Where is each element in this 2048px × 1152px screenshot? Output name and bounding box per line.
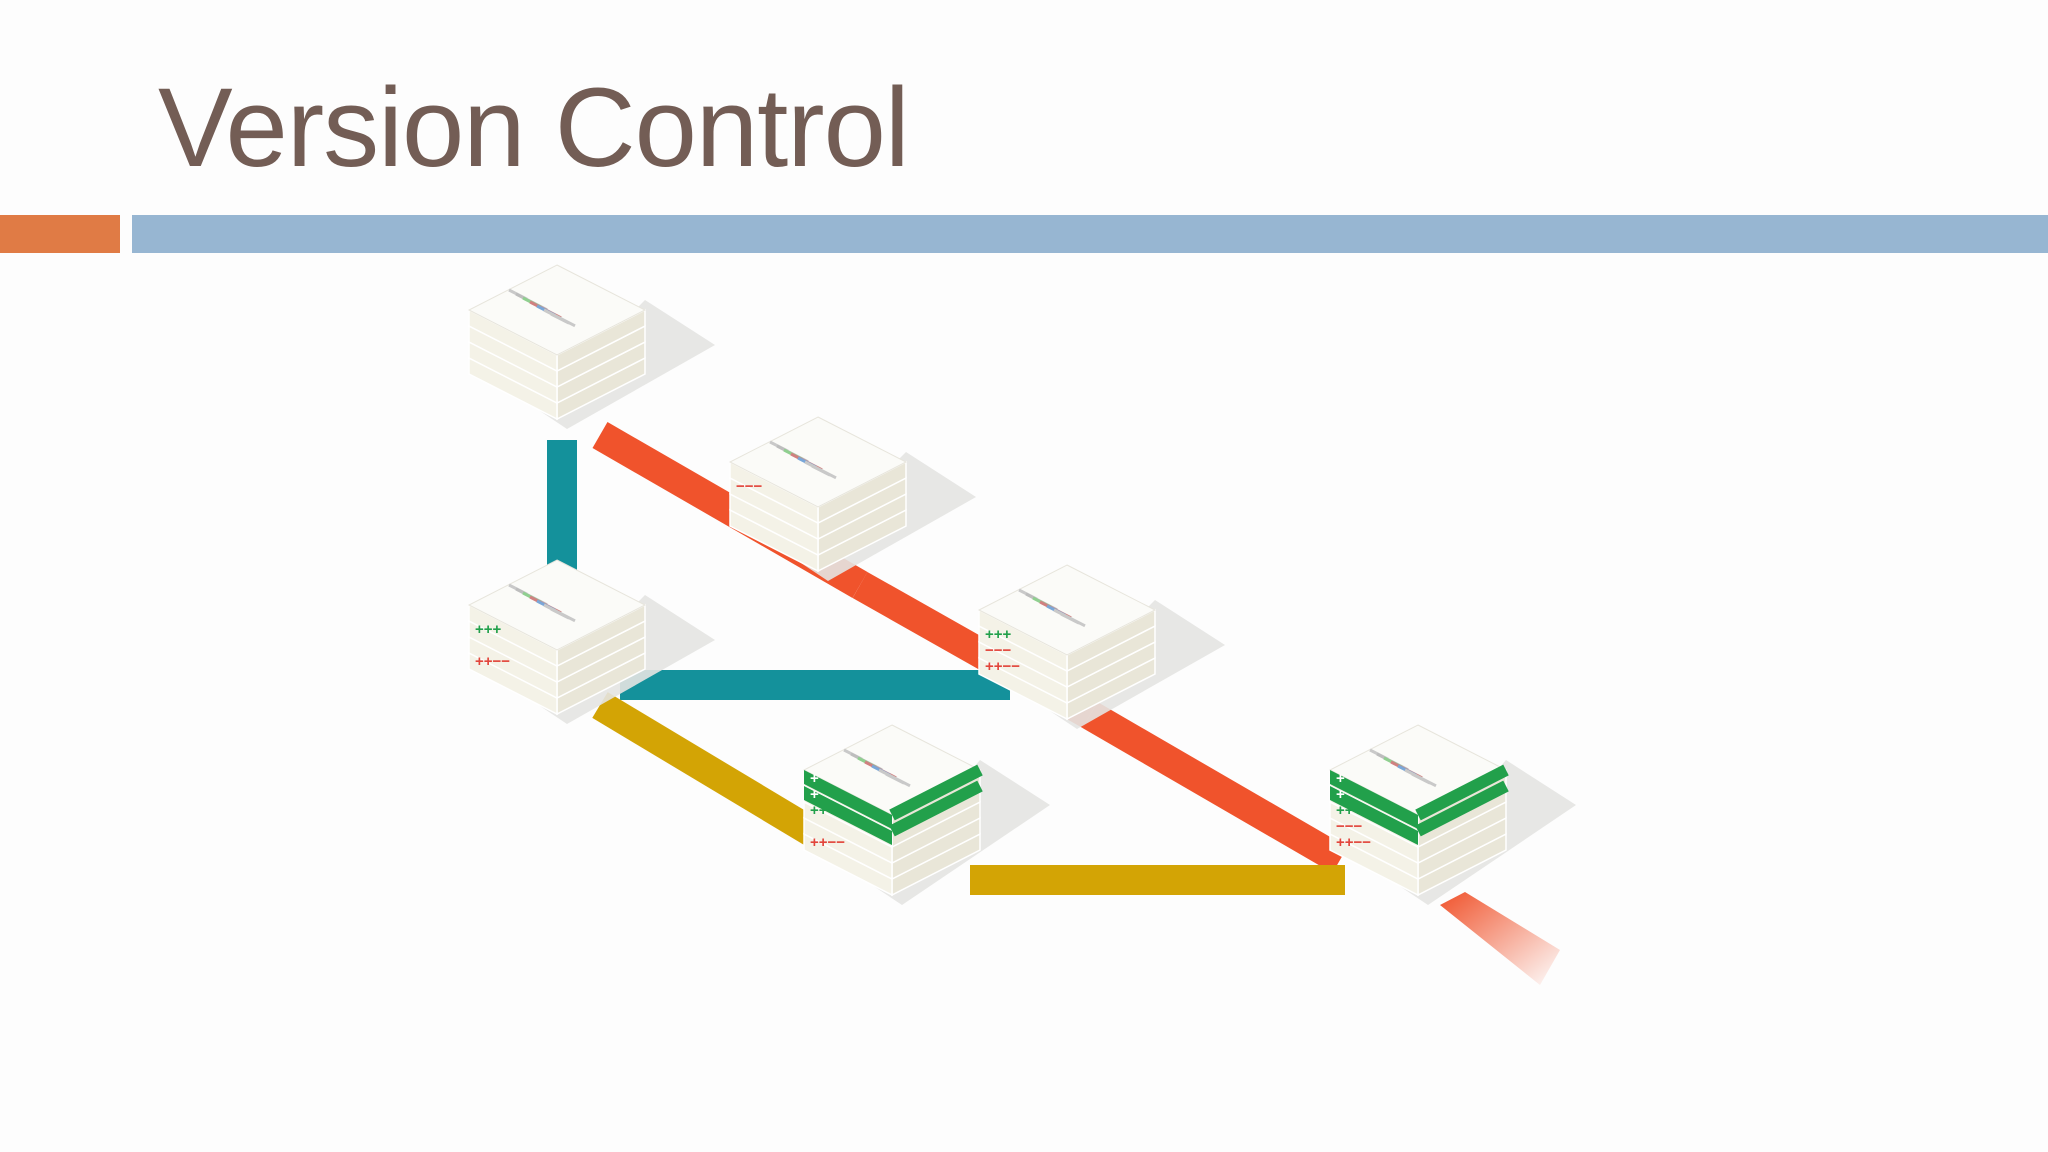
diff-marker: +++ <box>475 621 502 638</box>
commit-stack: +++++−−−++−− <box>1328 724 1576 905</box>
page-top <box>467 559 647 651</box>
branch-line-gold <box>592 692 833 853</box>
slide-title: Version Control <box>158 65 910 190</box>
diff-marker: ++−− <box>985 658 1020 675</box>
code-line <box>550 607 570 620</box>
diff-add-band <box>889 764 983 821</box>
code-line <box>1411 772 1431 785</box>
diff-marker: −−− <box>985 642 1012 659</box>
diff-marker: −−− <box>1336 818 1363 835</box>
commit-stack <box>467 264 715 429</box>
diff-add-band <box>804 770 892 829</box>
diff-marker: −−− <box>736 478 763 495</box>
branch-line-red-tail <box>1440 892 1560 985</box>
diff-marker: +++ <box>1336 802 1363 819</box>
diff-marker: +++ <box>985 626 1012 643</box>
diff-marker: + <box>1336 786 1345 803</box>
diff-marker: ++−− <box>1336 834 1371 851</box>
diff-marker: ++−− <box>810 834 845 851</box>
code-line <box>811 464 831 477</box>
commit-stack: +++ ++−− <box>467 559 715 724</box>
commit-stack: +++−−−++−− <box>977 564 1225 729</box>
code-line <box>1060 612 1080 625</box>
commit-stack: +++++++−− <box>802 724 1050 905</box>
diff-marker: +++ <box>810 802 837 819</box>
diff-marker: + <box>1336 770 1345 787</box>
diff-add-band <box>1330 786 1418 845</box>
title-accent-bar-orange <box>0 215 120 253</box>
diff-add-band <box>1415 764 1509 821</box>
diff-marker: + <box>810 786 819 803</box>
diff-add-band <box>1415 780 1509 837</box>
diff-add-band <box>889 780 983 837</box>
diff-add-band <box>1330 770 1418 829</box>
diff-marker: ++−− <box>475 653 510 670</box>
diff-add-band <box>804 786 892 845</box>
page-top <box>977 564 1157 656</box>
commit-stacks: −−−+++++−−+++−−−++−−+++++++−−+++++−−−++−… <box>467 264 1576 905</box>
branch-line-red <box>1082 702 1348 873</box>
code-line <box>885 772 905 785</box>
page-top <box>467 264 647 356</box>
commit-stack: −−− <box>728 416 976 581</box>
page-top <box>728 416 908 508</box>
diff-marker: + <box>810 770 819 787</box>
code-line <box>550 312 570 325</box>
title-accent-bar-blue <box>132 215 2048 253</box>
